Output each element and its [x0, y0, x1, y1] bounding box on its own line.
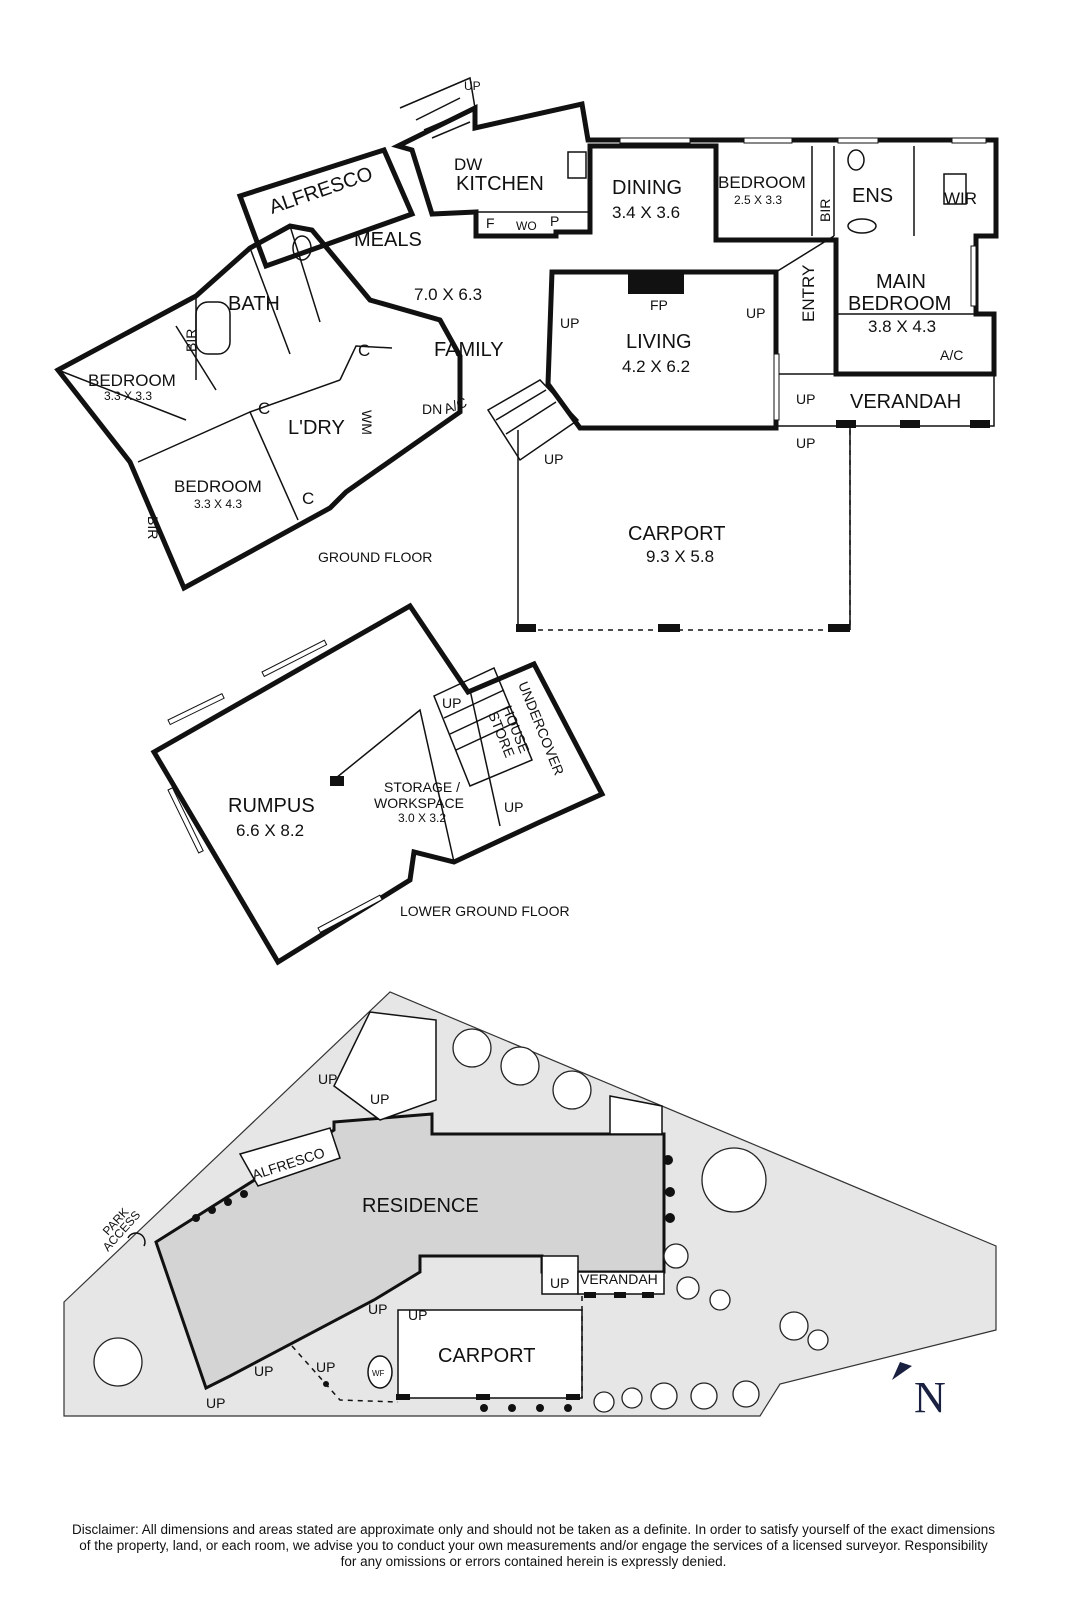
label-bath: BATH [228, 293, 280, 315]
label-meals-dim: 7.0 X 6.3 [414, 285, 482, 304]
lower-ground-floor-plan [150, 602, 606, 966]
site-deck-outline [333, 1011, 437, 1121]
label-site-up-6: UP [316, 1359, 335, 1375]
label-up-lower-1: UP [442, 695, 461, 711]
ground-floor-labels: UP ALFRESCO DW KITCHEN F WO P DINING 3.4… [88, 79, 977, 566]
label-bir-lower: BIR [145, 516, 161, 539]
label-c-3: C [302, 489, 314, 508]
disclaimer-line: Disclaimer: All dimensions and areas sta… [71, 1522, 995, 1537]
label-bedroom-lower-dim: 3.3 X 4.3 [194, 497, 242, 511]
label-site-up-7: UP [254, 1363, 273, 1379]
label-wf: WF [372, 1369, 385, 1378]
label-dining-dim: 3.4 X 3.6 [612, 203, 680, 222]
label-c-1: C [258, 399, 270, 418]
label-up-verandah: UP [796, 391, 815, 407]
label-dw: DW [454, 155, 482, 174]
label-verandah: VERANDAH [850, 391, 961, 413]
label-bir-bath: BIR [183, 329, 199, 352]
label-ac-family: A/C [442, 394, 469, 417]
label-f: F [486, 215, 495, 231]
label-bedroom-left-dim: 3.3 X 3.3 [104, 389, 152, 403]
label-site-up-4: UP [368, 1301, 387, 1317]
label-carport: CARPORT [628, 523, 725, 545]
label-dn: DN [422, 401, 442, 417]
label-bedroom-left: BEDROOM [88, 371, 176, 390]
label-living: LIVING [626, 331, 692, 353]
label-kitchen: KITCHEN [456, 173, 544, 195]
label-up-ramp: UP [544, 451, 563, 467]
label-site-up-5: UP [408, 1307, 427, 1323]
label-wir: WIR [944, 189, 977, 208]
site-alfresco-outline [238, 1127, 341, 1187]
north-arrow-icon [892, 1362, 912, 1380]
label-site-carport: CARPORT [438, 1345, 535, 1367]
label-up-top: UP [464, 79, 481, 93]
label-ground-floor: GROUND FLOOR [318, 549, 432, 565]
site-trees [93, 1028, 829, 1413]
label-family: FAMILY [434, 339, 504, 361]
label-bir-top: BIR [817, 199, 833, 222]
label-carport-dim: 9.3 X 5.8 [646, 547, 714, 566]
label-bedroom-lower: BEDROOM [174, 477, 262, 496]
ground-floor-plan [54, 76, 999, 632]
label-up-family: UP [560, 315, 579, 331]
label-p: P [550, 213, 559, 229]
label-wo: WO [516, 219, 537, 233]
label-site-up-2: UP [370, 1091, 389, 1107]
label-site-verandah: VERANDAH [580, 1271, 658, 1287]
label-up-living: UP [746, 305, 765, 321]
label-bedroom-small-dim: 2.5 X 3.3 [734, 193, 782, 207]
label-main: MAIN [876, 271, 926, 293]
lower-ground-floor-labels: RUMPUS 6.6 X 8.2 STORAGE / WORKSPACE 3.0… [228, 679, 570, 919]
label-entry: ENTRY [799, 265, 818, 322]
label-rumpus: RUMPUS [228, 795, 315, 817]
label-site-up-1: UP [318, 1071, 337, 1087]
north-arrow: N [892, 1362, 946, 1422]
label-living-dim: 4.2 X 6.2 [622, 357, 690, 376]
label-main-bedroom: BEDROOM [848, 293, 951, 315]
label-up-lower-2: UP [504, 799, 523, 815]
label-residence: RESIDENCE [362, 1195, 479, 1217]
disclaimer: Disclaimer: All dimensions and areas sta… [10, 1522, 1057, 1570]
disclaimer-line: of the property, land, or each room, we … [79, 1538, 988, 1553]
label-wm: WM [359, 410, 375, 435]
label-up-steps: UP [796, 435, 815, 451]
label-main-bedroom-dim: 3.8 X 4.3 [868, 317, 936, 336]
label-site-up-3: UP [550, 1275, 569, 1291]
label-c-2: C [358, 341, 370, 360]
label-storage-dim: 3.0 X 3.2 [398, 811, 446, 825]
label-ldry: L'DRY [288, 417, 345, 439]
disclaimer-line: for any omissions or errors contained he… [340, 1554, 727, 1569]
label-rumpus-dim: 6.6 X 8.2 [236, 821, 304, 840]
label-site-up-8: UP [206, 1395, 225, 1411]
label-storage: STORAGE / [384, 779, 460, 795]
label-ac-main: A/C [940, 347, 963, 363]
label-ens: ENS [852, 185, 893, 207]
left-wing-outline [54, 223, 463, 592]
label-fp: FP [650, 297, 668, 313]
label-lower-ground-floor: LOWER GROUND FLOOR [400, 903, 570, 919]
north-label: N [914, 1373, 946, 1422]
site-plan [63, 991, 997, 1417]
label-workspace: WORKSPACE [374, 795, 464, 811]
label-meals: MEALS [354, 229, 422, 251]
label-bedroom-small: BEDROOM [718, 173, 806, 192]
label-dining: DINING [612, 177, 682, 199]
